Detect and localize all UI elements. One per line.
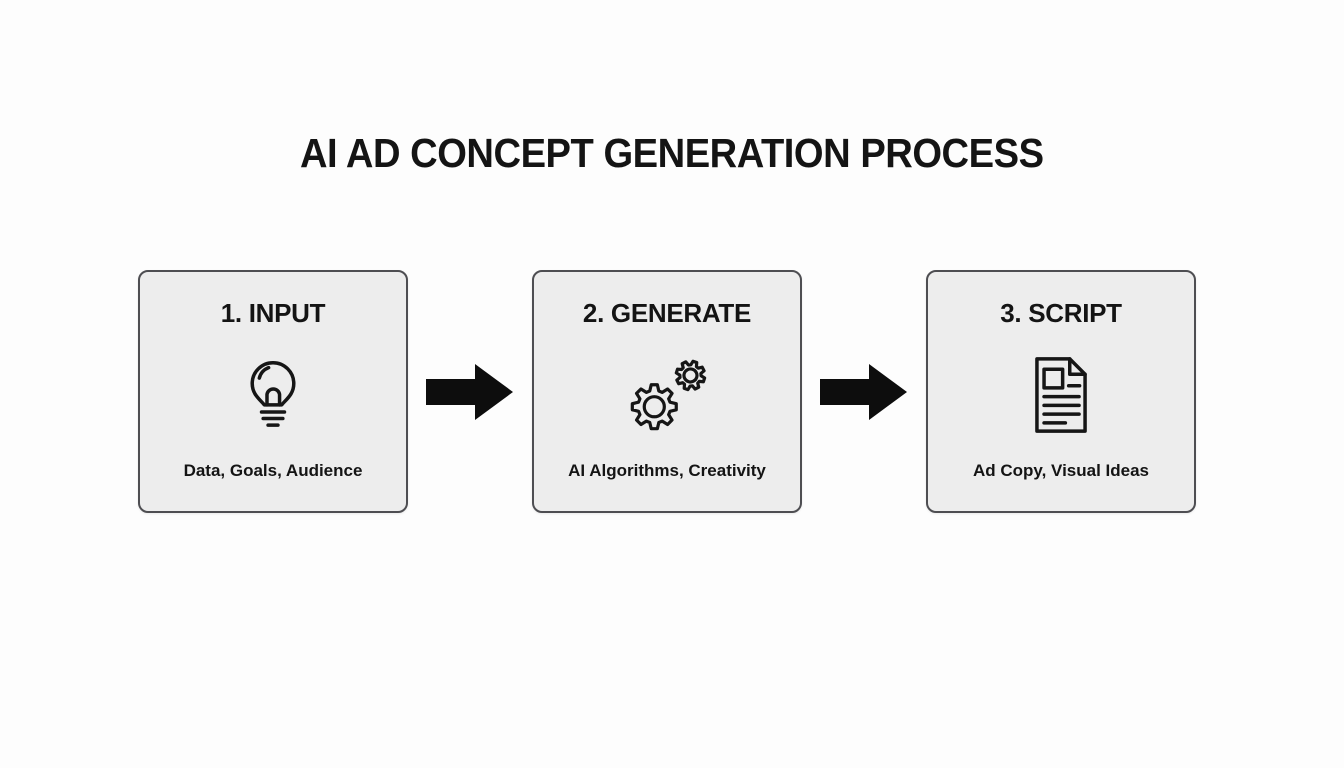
arrow-right-icon	[802, 363, 926, 421]
arrow-right-icon	[408, 363, 532, 421]
step-title: 3. SCRIPT	[1000, 298, 1122, 328]
process-flow: 1. INPUT Data, Goals, Audience 2. G	[138, 270, 1196, 513]
document-icon	[1026, 329, 1096, 461]
lightbulb-icon	[238, 329, 308, 461]
step-box-script: 3. SCRIPT Ad Copy, Visual Ideas	[926, 270, 1196, 513]
step-title: 1. INPUT	[220, 298, 326, 328]
page-title: AI AD CONCEPT GENERATION PROCESS	[300, 130, 1044, 176]
gears-icon	[617, 329, 717, 461]
step-caption: Data, Goals, Audience	[183, 461, 363, 480]
step-title: 2. GENERATE	[582, 298, 752, 328]
step-caption: AI Algorithms, Creativity	[568, 461, 766, 480]
step-box-input: 1. INPUT Data, Goals, Audience	[138, 270, 408, 513]
step-box-generate: 2. GENERATE AI Algorithms, Creativity	[532, 270, 802, 513]
step-caption: Ad Copy, Visual Ideas	[972, 461, 1150, 480]
